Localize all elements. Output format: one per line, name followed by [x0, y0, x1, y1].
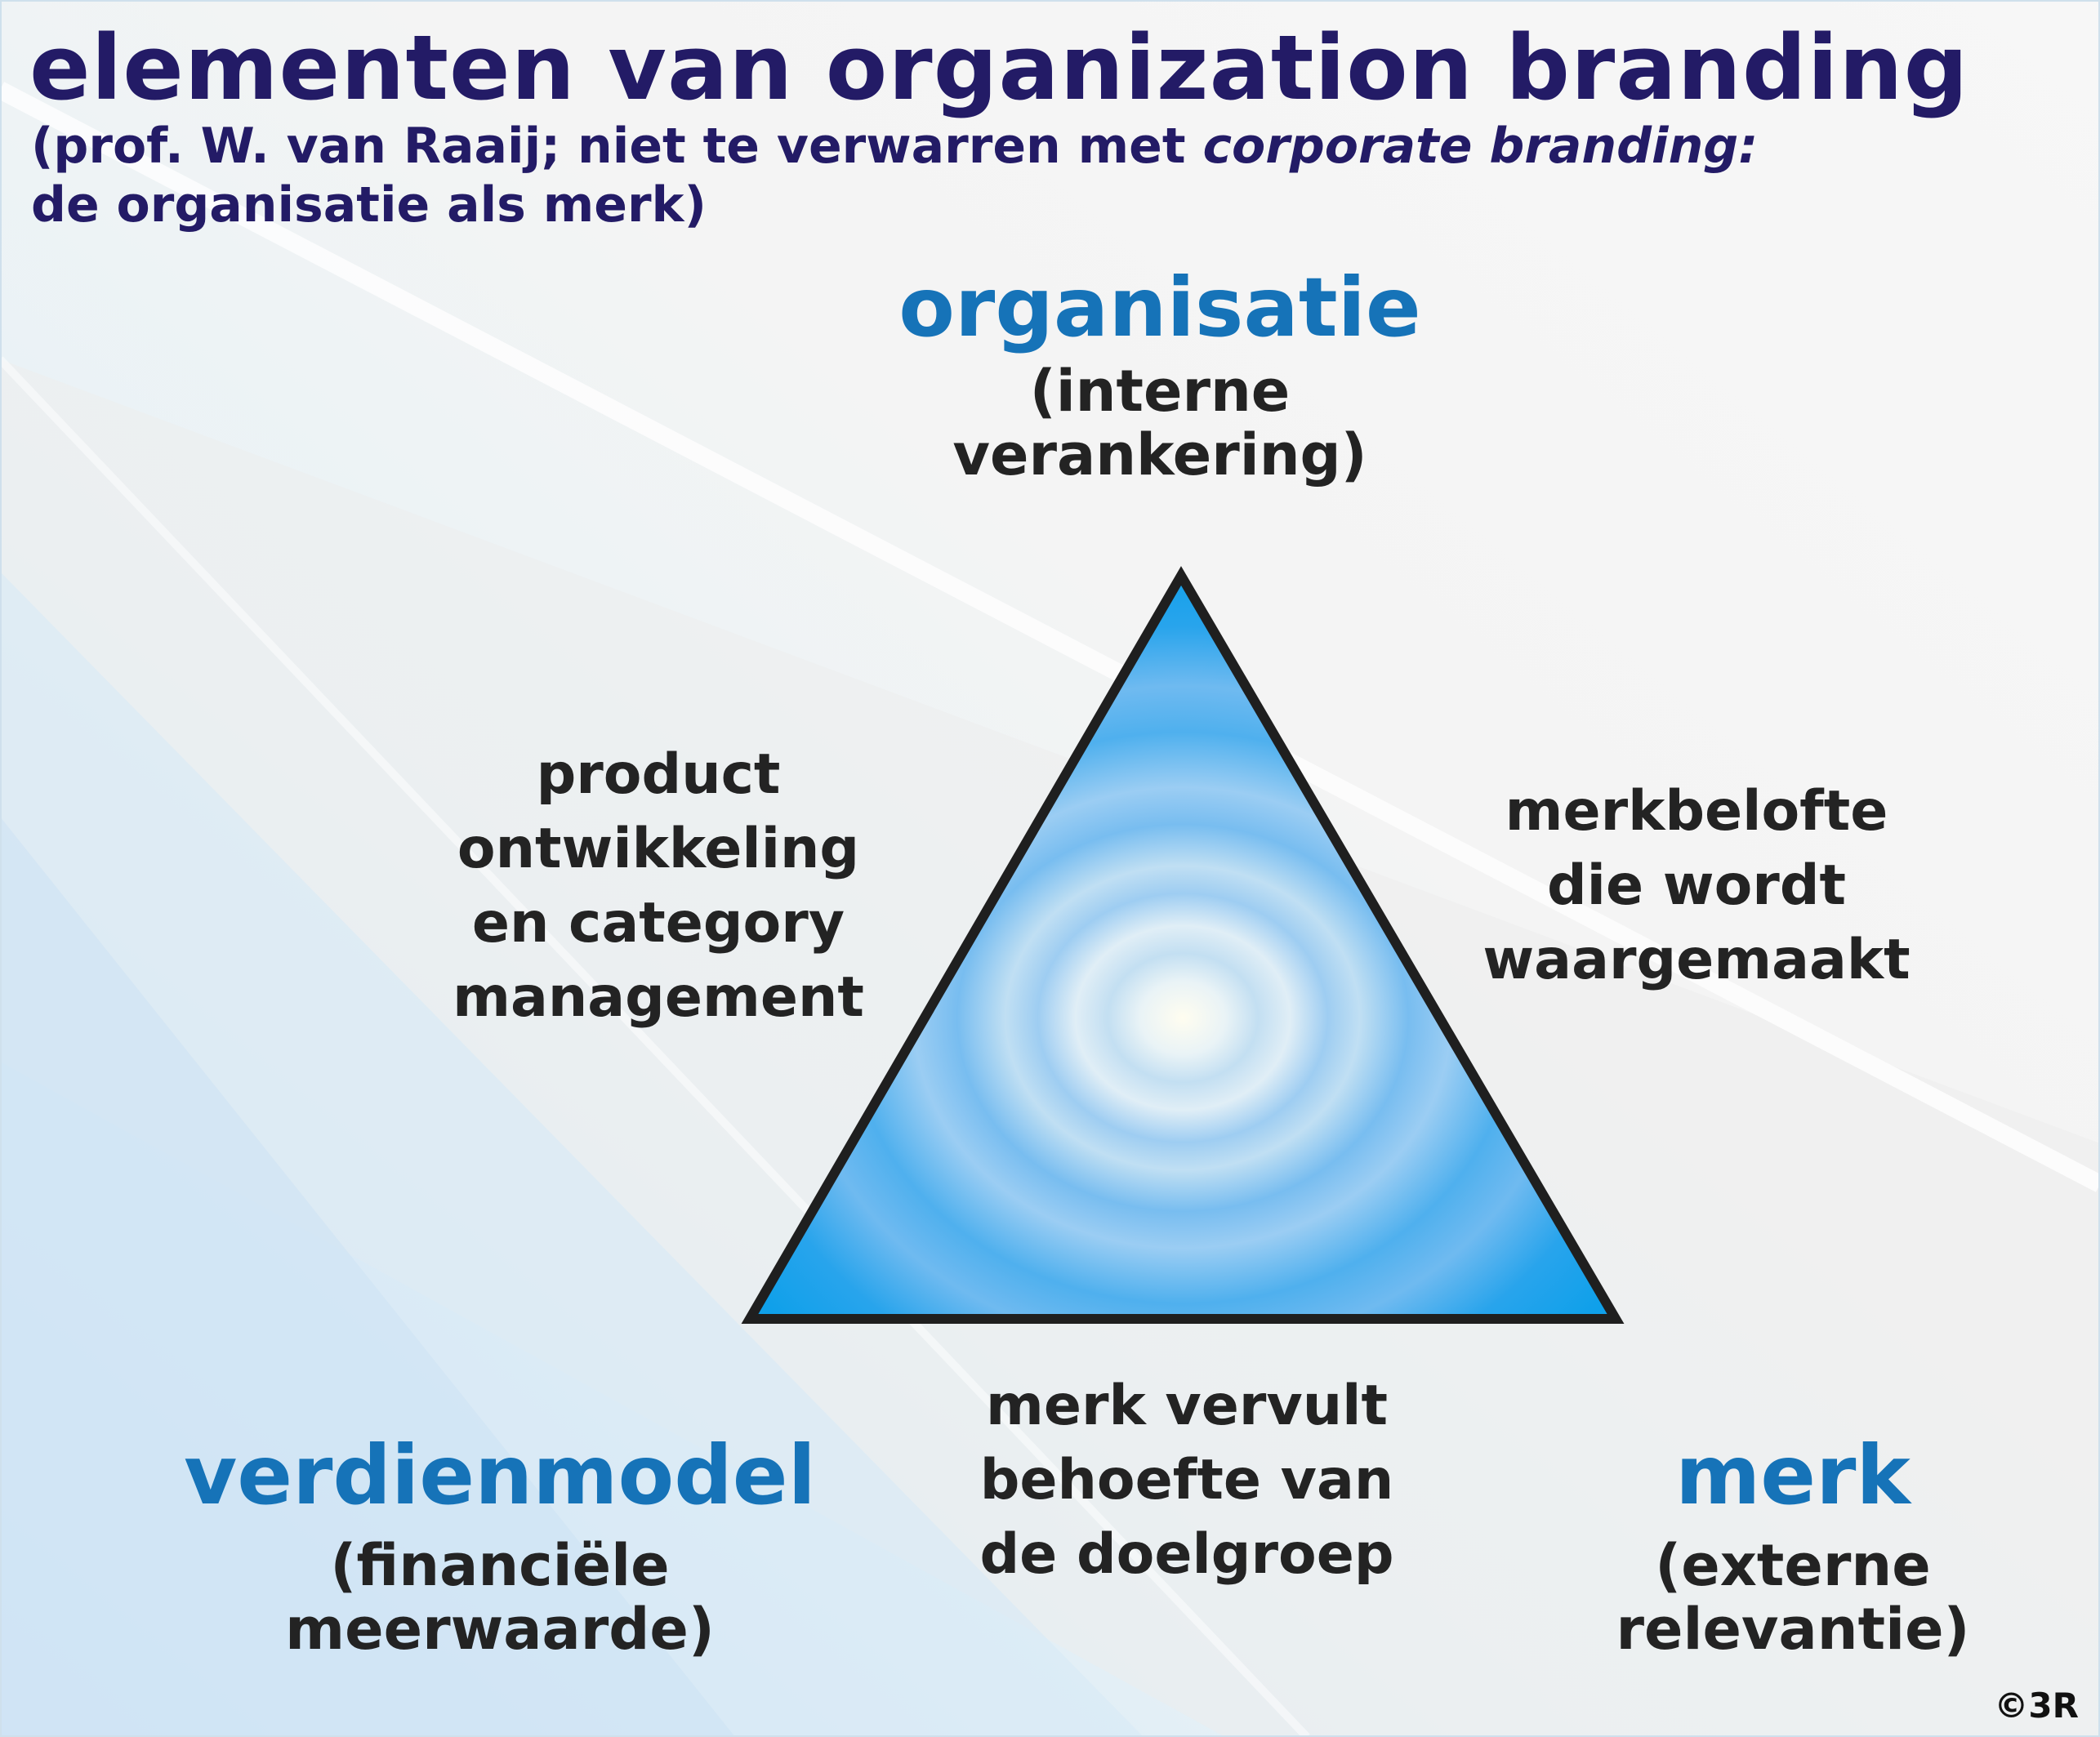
triangle-shape	[741, 566, 1625, 1324]
edge-label-line: de doelgroep	[979, 1522, 1394, 1587]
vertex-subtitle-line: verankering)	[952, 421, 1367, 488]
vertex-subtitle-verdienmodel: (financiële meerwaarde)	[285, 1534, 715, 1661]
vertex-title-verdienmodel: verdienmodel	[184, 1427, 816, 1523]
edge-label-line: product	[536, 742, 781, 807]
edge-label-bottom: merk vervult behoefte van de doelgroep	[979, 1369, 1393, 1592]
edge-label-left: product ontwikkeling en category managem…	[453, 737, 864, 1035]
vertex-title-merk: merk	[1675, 1427, 1911, 1523]
vertex-subtitle-line: meerwaarde)	[285, 1596, 715, 1663]
vertex-subtitle-line: (interne	[1029, 358, 1291, 425]
vertex-title-organisatie: organisatie	[898, 260, 1421, 355]
vertex-subtitle-line: relevantie)	[1616, 1596, 1970, 1663]
subtitle-text: (prof. W. van Raaij; niet te verwarren m…	[31, 118, 1203, 175]
edge-label-line: merkbelofte	[1505, 779, 1888, 844]
page-title: elementen van organization branding	[29, 16, 1969, 120]
edge-label-right: merkbelofte die wordt waargemaakt	[1482, 774, 1910, 997]
edge-label-line: die wordt	[1546, 853, 1847, 918]
edge-label-line: merk vervult	[986, 1374, 1388, 1438]
vertex-subtitle-line: (externe	[1655, 1532, 1931, 1599]
vertex-subtitle-merk: (externe relevantie)	[1616, 1534, 1969, 1661]
subtitle-emphasis: corporate branding:	[1202, 118, 1759, 175]
edge-label-line: waargemaakt	[1482, 928, 1911, 992]
edge-label-line: en category	[471, 891, 845, 955]
subtitle-line-2: de organisatie als merk)	[31, 176, 707, 234]
vertex-subtitle-organisatie: (interne verankering)	[952, 359, 1367, 487]
edge-label-line: behoefte van	[979, 1448, 1394, 1512]
triangle-diagram	[741, 566, 1625, 1324]
edge-label-line: ontwikkeling	[457, 817, 860, 881]
edge-label-line: management	[453, 965, 864, 1030]
copyright-mark: ©3R	[1994, 1686, 2079, 1726]
vertex-subtitle-line: (financiële	[330, 1532, 670, 1599]
page-subtitle: (prof. W. van Raaij; niet te verwarren m…	[31, 117, 1758, 234]
